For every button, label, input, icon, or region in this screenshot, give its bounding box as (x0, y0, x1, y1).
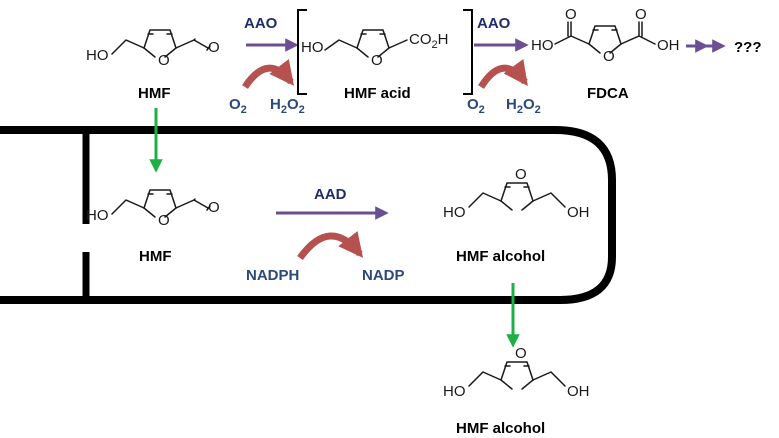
unknown-products: ??? (734, 39, 762, 56)
hydroxyl-right: OH (567, 204, 590, 221)
hmf-alcohol-molecule-intracellular: O HO OH (443, 166, 590, 221)
hydroxyl-left: HO (86, 207, 109, 224)
cofactor-o2-1: O2 (229, 96, 247, 116)
hmf-acid-molecule: O HO CO2H (301, 29, 448, 69)
fdca-molecule: O O O HO OH (531, 6, 680, 65)
cell-membrane (0, 126, 616, 304)
hmf-acid-label: HMF acid (344, 85, 411, 102)
ring-oxygen: O (371, 52, 383, 69)
hydroxyl-left: HO (86, 47, 109, 64)
hydroxyl-left: HO (531, 37, 554, 54)
ring-oxygen: O (515, 166, 527, 183)
bracket-left (297, 9, 307, 95)
cofactor-nadph: NADPH (246, 267, 299, 284)
hmf-molecule-intracellular: O HO O (86, 189, 220, 229)
cofactor-o2-2: O2 (467, 96, 485, 116)
aldehyde-oxygen: O (208, 199, 220, 216)
o2-consumption-arrow-1 (242, 58, 294, 90)
ring-oxygen: O (158, 212, 170, 229)
hydroxyl-left: HO (443, 204, 466, 221)
cofactor-h2o2-2: H2O2 (506, 96, 541, 116)
hmf-alcohol-label-intracellular: HMF alcohol (456, 248, 545, 265)
ring-oxygen: O (603, 48, 615, 65)
hmf-molecule-extracellular: O HO O (86, 29, 220, 69)
ring-oxygen: O (515, 345, 527, 362)
hmf-label-extracellular: HMF (138, 85, 171, 102)
hmf-alcohol-molecule-excreted: O HO OH (443, 345, 590, 400)
nadph-consumption-arrow (297, 231, 364, 261)
cofactor-nadp: NADP (362, 267, 405, 284)
cofactor-h2o2-1: H2O2 (270, 96, 305, 116)
ring-oxygen: O (158, 52, 170, 69)
carboxyl-group: CO2H (409, 31, 448, 51)
hydroxyl-left: HO (443, 383, 466, 400)
enzyme-aao-label-1: AAO (244, 15, 278, 32)
hydroxyl-right: OH (657, 37, 680, 54)
hydroxyl-right: OH (567, 383, 590, 400)
carbonyl-oxygen-right: O (635, 6, 647, 23)
o2-consumption-arrow-2 (478, 58, 528, 89)
hydroxyl-left: HO (301, 39, 324, 56)
fdca-label: FDCA (587, 85, 629, 102)
bracket-right (463, 9, 473, 95)
enzyme-aao-label-2: AAO (477, 15, 511, 32)
enzyme-aad-label: AAD (314, 186, 347, 203)
carbonyl-oxygen-left: O (565, 6, 577, 23)
hmf-label-intracellular: HMF (139, 248, 172, 265)
aldehyde-oxygen: O (208, 39, 220, 56)
hmf-alcohol-label-excreted: HMF alcohol (456, 420, 545, 437)
